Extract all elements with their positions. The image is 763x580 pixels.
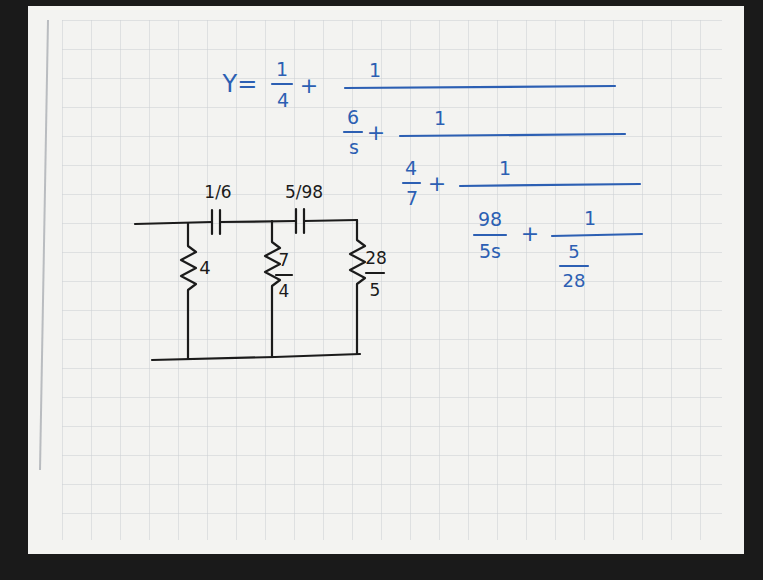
plus-sign: + [300, 75, 318, 97]
fraction-digit: 1 [369, 61, 381, 80]
fraction-digit: 7 [406, 189, 418, 208]
capacitor-value: 1/6 [204, 184, 231, 201]
fraction-digit: 1 [434, 109, 446, 128]
fraction-digit: 5 [568, 243, 579, 261]
fraction-digit: 28 [563, 272, 586, 290]
resistor-value: 28 [365, 250, 387, 267]
resistor-value: 7 [279, 252, 290, 269]
resistor-value: 4 [279, 283, 290, 300]
fraction-digit: 1 [584, 209, 596, 228]
resistor-value: 5 [370, 282, 381, 299]
equation-lhs: Y= [223, 72, 258, 96]
resistor-value: 4 [199, 259, 210, 277]
plus-sign: + [367, 122, 385, 144]
plus-sign: + [521, 223, 539, 245]
fraction-digit: 5s [479, 242, 501, 261]
fraction-digit: s [349, 138, 359, 157]
fraction-digit: 4 [405, 159, 417, 178]
fraction-digit: 98 [478, 210, 502, 229]
fraction-digit: 4 [277, 91, 289, 110]
fraction-digit: 1 [499, 159, 511, 178]
plus-sign: + [428, 173, 446, 195]
fraction-digit: 1 [276, 60, 288, 79]
fraction-digit: 6 [347, 108, 359, 127]
capacitor-value: 5/98 [285, 184, 323, 201]
